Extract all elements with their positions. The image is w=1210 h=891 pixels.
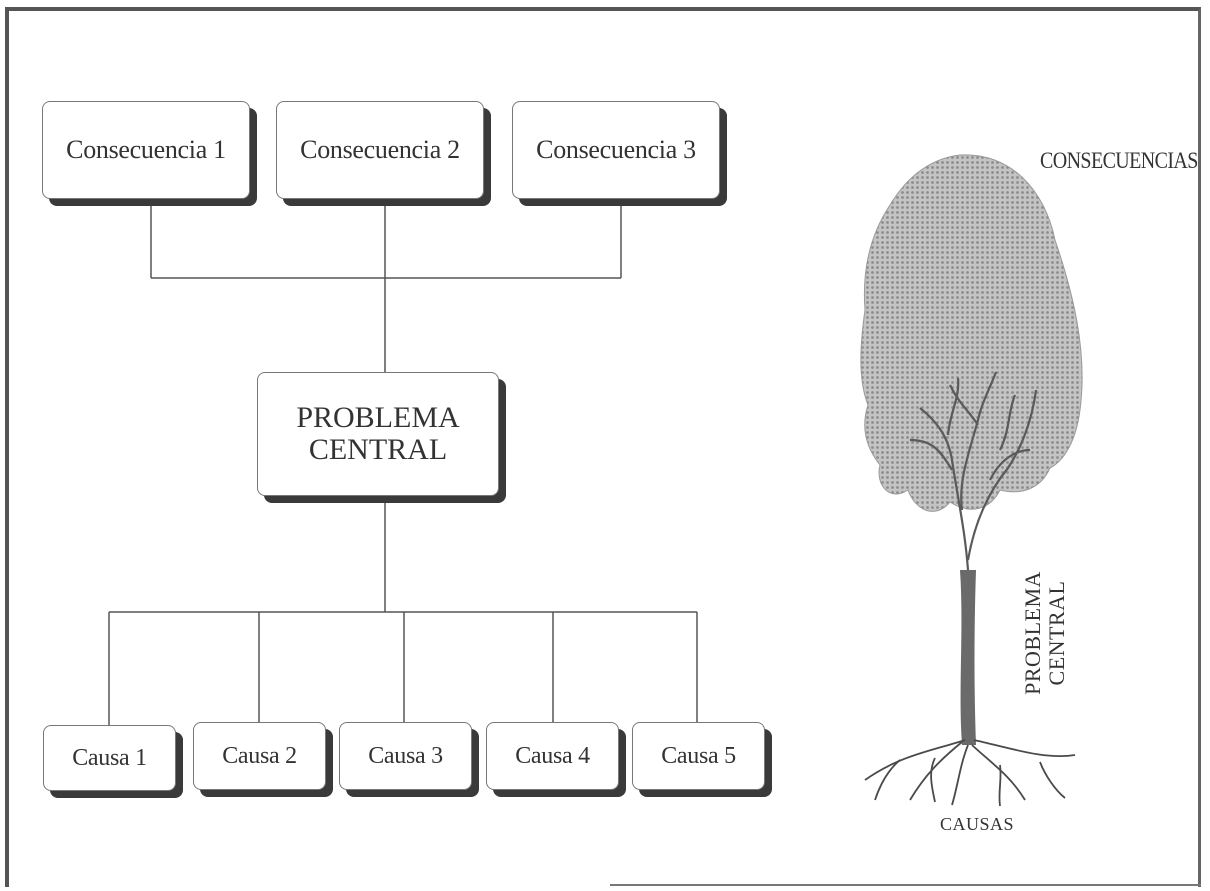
tree-central-line1: PROBLEMA <box>1020 571 1046 695</box>
tree-central-problem-label: PROBLEMA CENTRAL <box>1015 558 1075 708</box>
consequence-box-2: Consecuencia 2 <box>276 101 484 199</box>
tree-central-line2: CENTRAL <box>1044 580 1070 686</box>
cause-box-5: Causa 5 <box>632 722 765 790</box>
frame-bottom-edge <box>610 884 1201 886</box>
cause-box-4: Causa 4 <box>486 722 619 790</box>
consequence-box-3: Consecuencia 3 <box>512 101 720 199</box>
cause-box-3: Causa 3 <box>339 722 472 790</box>
tree-consequences-label: CONSECUENCIAS <box>1040 148 1198 174</box>
cause-box-1: Causa 1 <box>43 725 176 791</box>
central-problem-box: PROBLEMA CENTRAL <box>257 372 499 496</box>
tree-illustration-icon <box>860 154 1083 807</box>
central-problem-line2: CENTRAL <box>308 433 448 466</box>
cause-box-2: Causa 2 <box>193 722 326 790</box>
tree-causes-label: CAUSAS <box>940 814 1015 834</box>
central-problem-line1: PROBLEMA <box>296 401 460 434</box>
consequence-box-1: Consecuencia 1 <box>42 101 250 199</box>
diagram-frame <box>5 7 1201 887</box>
